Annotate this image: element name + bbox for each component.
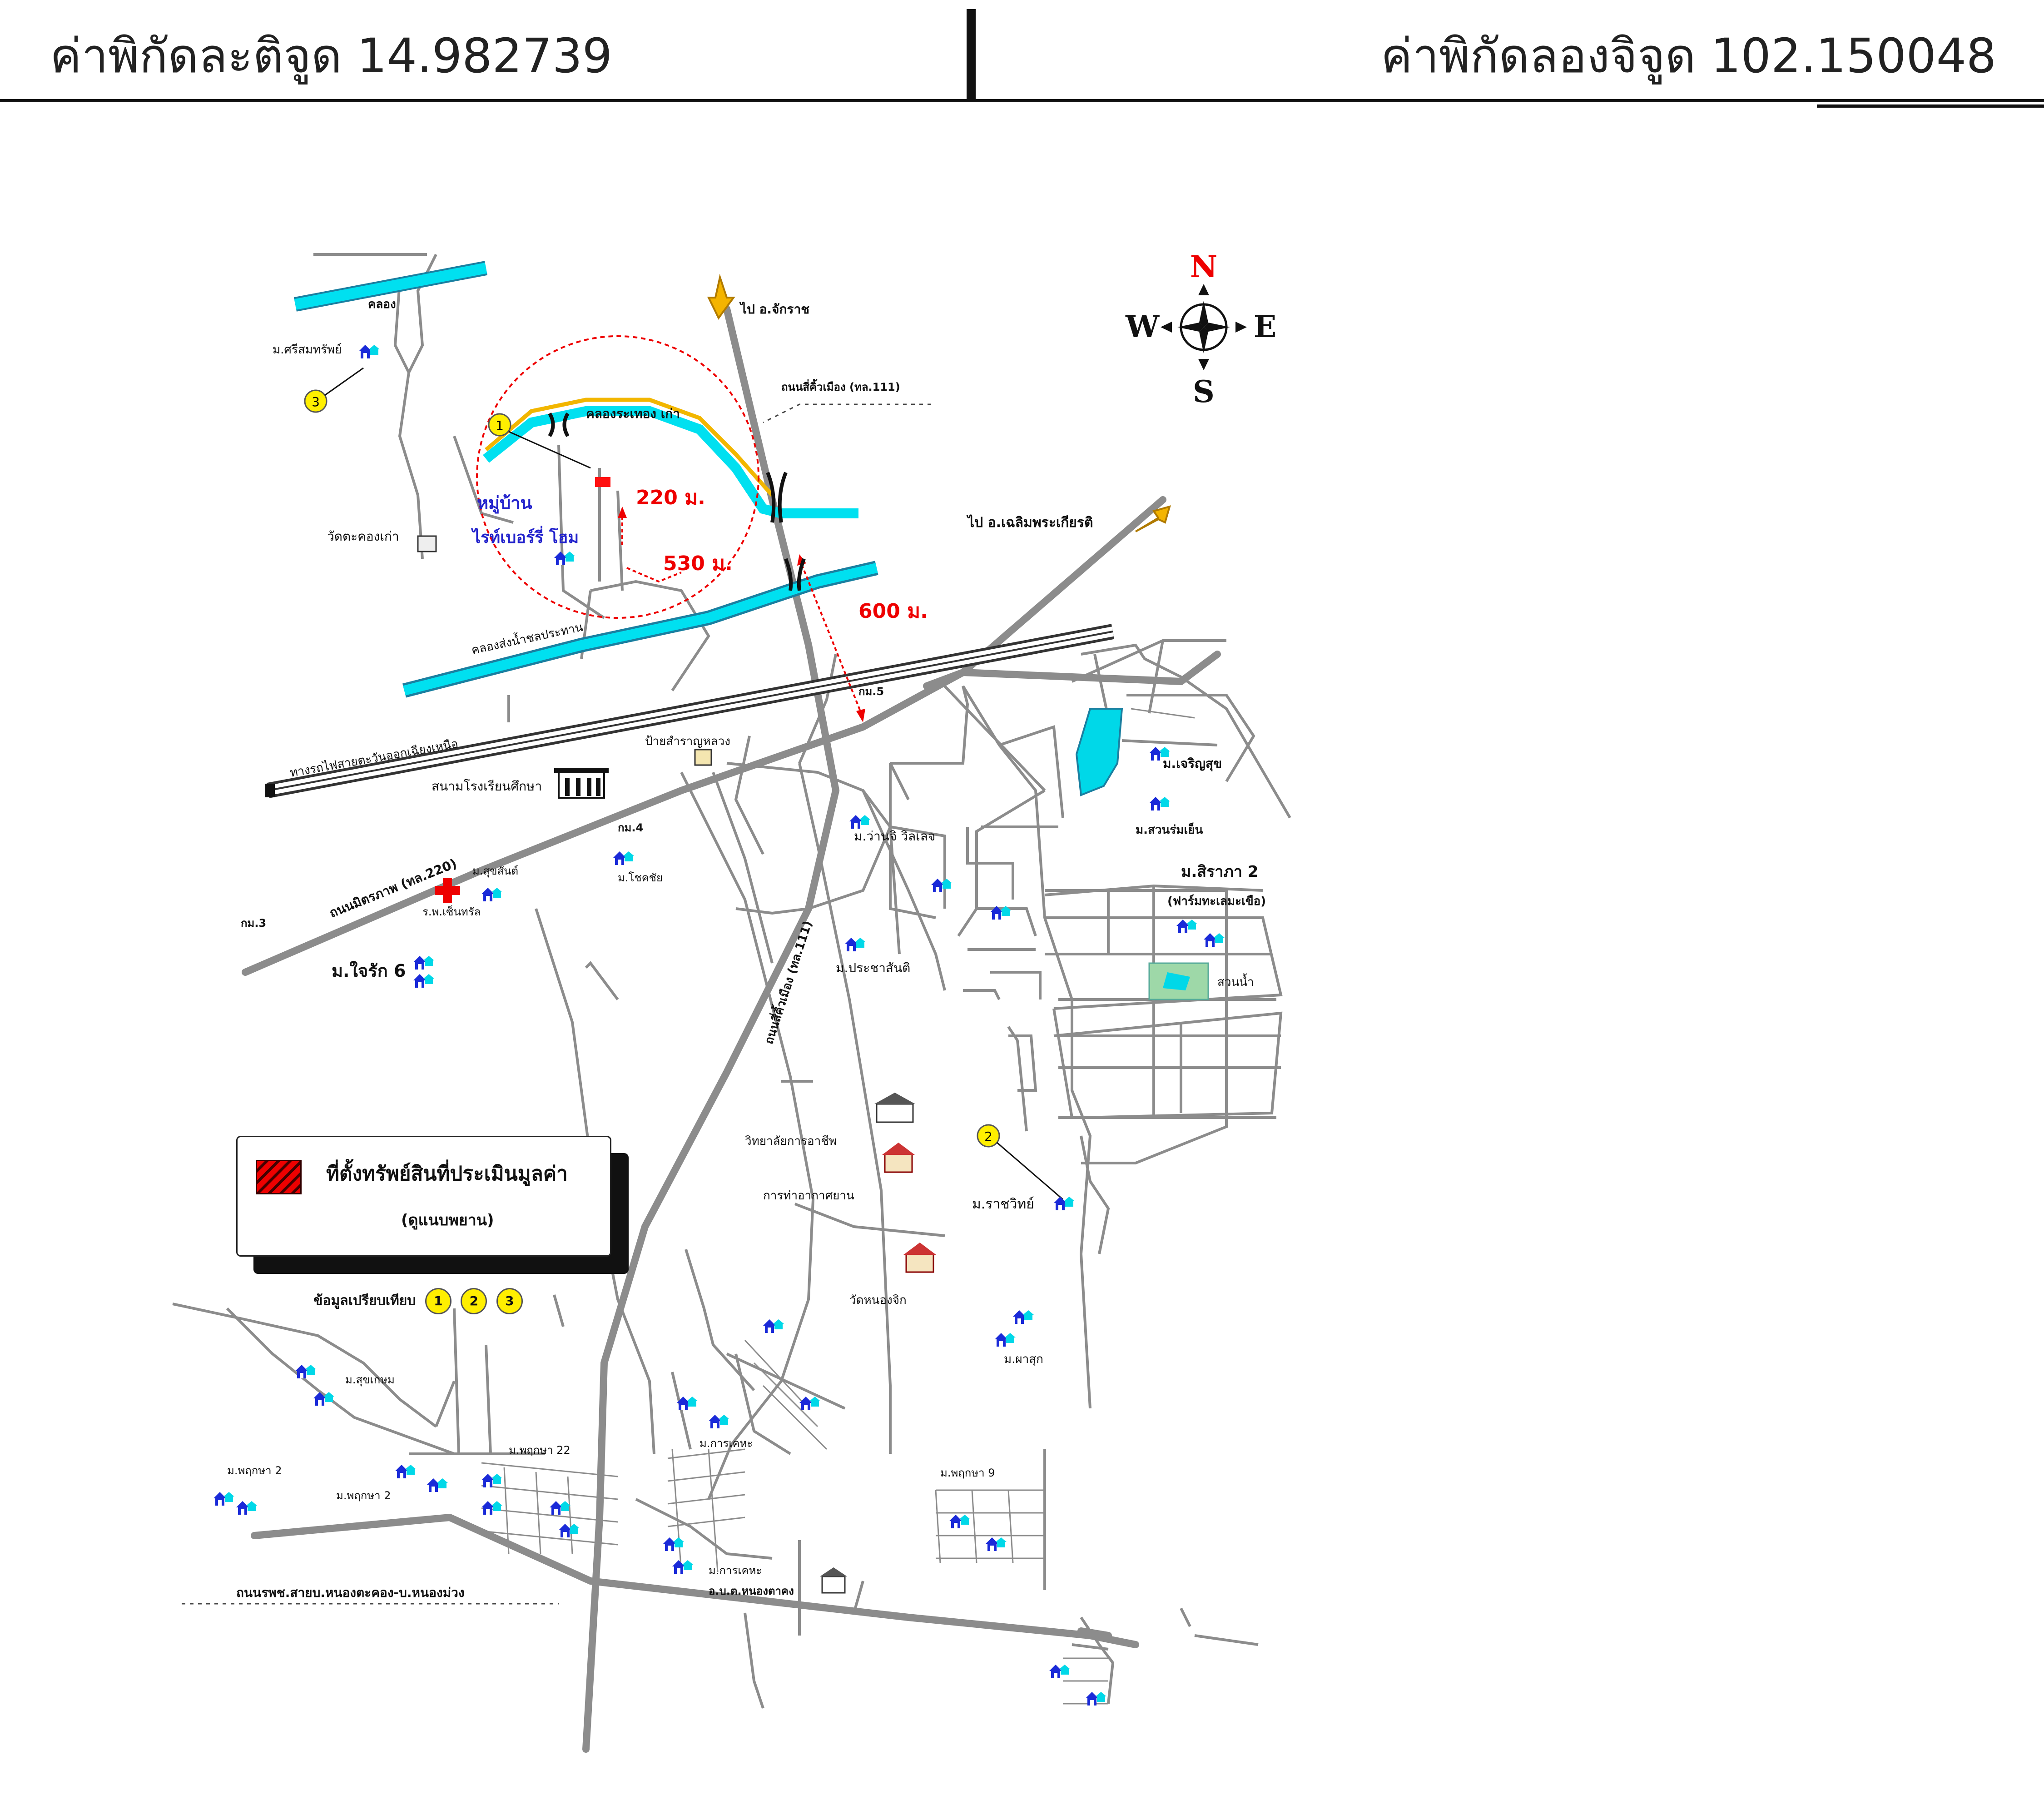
label-village-pracha: ม.ประชาสันติ <box>836 960 910 975</box>
label-to-north: ไป อ.จักราช <box>739 302 809 317</box>
label-hospital: ร.พ.เซ็นทรัล <box>422 905 481 918</box>
hospital-icon <box>435 878 460 903</box>
km-marker-4: กม.4 <box>618 821 643 834</box>
label-ooo: อ.บ.ต.หนองตาคง <box>709 1585 794 1597</box>
road-dashes <box>182 403 931 1605</box>
label-village-rachawit: ม.ราชวิทย์ <box>972 1196 1034 1212</box>
arrow-head-2 <box>856 709 865 722</box>
compass-s: S <box>1193 374 1215 409</box>
distance-labels: 220 ม. 530 ม. 600 ม. <box>636 486 928 623</box>
railway-line <box>265 624 1115 798</box>
km-marker-3: กม.3 <box>241 917 266 930</box>
compass-rose: N S E W <box>1125 249 1276 409</box>
label-village-topleft: ม.ศรีสมทรัพย์ <box>273 343 342 357</box>
ne-arrow-road <box>1135 505 1171 532</box>
label-road-north: ถนนสี่คิ้วเมือง (ทล.111) <box>781 378 900 393</box>
pond-north <box>1075 708 1123 796</box>
label-village-sirapa-sub: (ฟาร์มทะเลมะเขือ) <box>1167 894 1266 908</box>
label-village-chokchai: ม.โชคชัย <box>618 871 663 884</box>
legend-swatch <box>256 1160 302 1194</box>
compass-w: W <box>1125 309 1160 344</box>
label-village-sukkasem: ม.สุขเกษม <box>345 1373 395 1387</box>
latitude-text: ค่าพิกัดละติจูด 14.982739 <box>50 28 613 84</box>
label-road-bottom: ถนนรพช.สายบ.หนองตะคอง-บ.หนองม่วง <box>236 1585 465 1600</box>
ref-legend-label: ข้อมูลเปรียบเทียบ <box>313 1293 416 1309</box>
label-temple: วัดตะคองเก่า <box>327 529 399 544</box>
east-blocks <box>966 827 1281 1119</box>
property-marker <box>595 477 610 487</box>
label-village-sun: ม.สุขสันต์ <box>472 865 518 878</box>
distance-lines <box>621 518 864 718</box>
label-village-charoen: ม.เจริญสุข <box>1163 756 1222 771</box>
ref-marker-3: 3 <box>312 394 320 409</box>
label-village-sirapa: ม.สิราภา 2 <box>1181 863 1258 881</box>
legend-subtitle: (ดูแนบพยาน) <box>401 1211 494 1229</box>
ref-marker-2: 2 <box>984 1129 992 1144</box>
km-marker-5: กม.5 <box>858 685 884 698</box>
legend-title: ที่ตั้งทรัพย์สินที่ประเมินมูลค่า <box>326 1162 568 1185</box>
ref-legend-1: 1 <box>425 1288 451 1314</box>
distance-600: 600 ม. <box>858 600 928 623</box>
residential-blocks <box>481 708 1195 1705</box>
ref-marker-1: 1 <box>496 418 504 433</box>
bridges <box>548 412 806 591</box>
label-village-karn-2: ม.การเคหะ <box>709 1564 762 1577</box>
label-village-2: ไรท์เบอร์รี่ โฮม <box>471 526 579 547</box>
label-village-karn: ม.การเคหะ <box>700 1437 753 1450</box>
label-station: ป้ายสำราญหลวง <box>645 735 730 748</box>
map-legend: ที่ตั้งทรัพย์สินที่ประเมินมูลค่า (ดูแนบพ… <box>236 1136 611 1257</box>
compass-n: N <box>1190 249 1217 284</box>
header-divider <box>967 9 976 102</box>
distance-220: 220 ม. <box>636 486 705 509</box>
label-village-jaijak: ม.ใจรัก 6 <box>332 961 406 981</box>
label-village-moo2b: ม.พฤกษา 2 <box>336 1489 391 1502</box>
header-bar: ค่าพิกัดละติจูด 14.982739 ค่าพิกัดลองจิจ… <box>0 0 2044 108</box>
reference-legend: ข้อมูลเปรียบเทียบ 1 2 3 <box>313 1288 523 1314</box>
label-village-pasuk: ม.ผาสุก <box>1004 1352 1043 1366</box>
label-village-moo22: ม.พฤกษา 22 <box>509 1444 571 1457</box>
label-village-moo9: ม.พฤกษา 9 <box>940 1467 995 1479</box>
label-village-wanji: ม.ว่านจิ วิลเลจ <box>854 829 935 844</box>
label-school2: วิทยาลัยการอาชีพ <box>745 1134 837 1148</box>
ref-legend-2: 2 <box>461 1288 487 1314</box>
label-village-suan: ม.สวนร่มเย็น <box>1136 822 1203 837</box>
north-arrow-road <box>707 273 735 320</box>
school-icon <box>554 768 609 799</box>
pond-park <box>1163 972 1190 990</box>
distance-530: 530 ม. <box>663 552 733 575</box>
label-temple2: วัดหนองจิก <box>849 1293 907 1307</box>
longitude-text: ค่าพิกัดลองจิจูด 102.150048 <box>1381 28 1997 84</box>
arrow-head-1 <box>618 507 627 518</box>
label-to-ne: ไป อ.เฉลิมพระเกียรติ <box>966 514 1093 531</box>
header-rule-right <box>1817 104 2044 108</box>
ref-markers: 1 3 2 <box>304 367 1063 1200</box>
compass-e: E <box>1254 309 1276 344</box>
label-village-moo2: ม.พฤกษา 2 <box>227 1464 282 1477</box>
label-school: สนามโรงเรียนศึกษา <box>432 779 542 794</box>
radius-circle <box>476 335 759 619</box>
temple-icon <box>417 535 936 1594</box>
label-govt: การท่าอากาศยาน <box>763 1189 854 1203</box>
highway-111-road <box>582 305 840 1753</box>
label-canal-1: คลองระเทอง เก่า <box>586 406 680 421</box>
ref-legend-3: 3 <box>496 1288 523 1314</box>
label-village-1: หมู่บ้าน <box>477 493 532 514</box>
header-rule <box>0 99 2044 102</box>
label-khlong-top: คลอง <box>368 298 396 311</box>
label-pond: สวนน้ำ <box>1217 973 1254 989</box>
